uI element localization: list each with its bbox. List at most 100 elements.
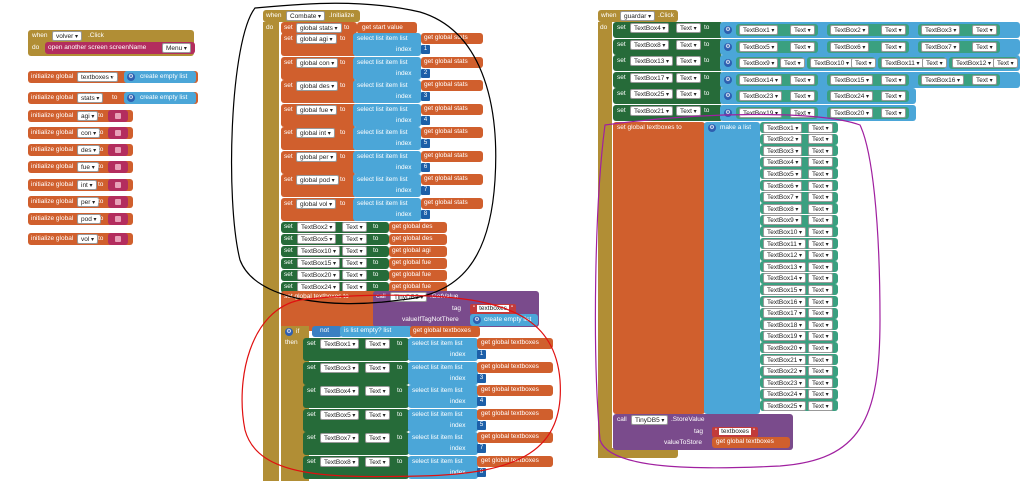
index-number[interactable]: 5: [477, 420, 486, 430]
part-prop[interactable]: Text: [780, 58, 805, 68]
textbox-prop[interactable]: Text: [365, 362, 390, 373]
target-prop[interactable]: Text: [676, 72, 701, 83]
textbox-prop[interactable]: Text: [365, 433, 390, 443]
list-item-textbox[interactable]: TextBox21: [763, 354, 807, 365]
list-item-textbox[interactable]: TextBox15: [763, 284, 807, 295]
stat-var[interactable]: global vol: [296, 198, 337, 209]
part-prop[interactable]: Text: [972, 25, 997, 35]
make-a-list-block[interactable]: [704, 122, 760, 414]
list-item-textbox[interactable]: TextBox3: [763, 145, 803, 156]
tag-textboxes-chip[interactable]: " textboxes ": [470, 304, 517, 314]
index-number[interactable]: 4: [421, 115, 430, 125]
list-item-textbox[interactable]: TextBox9: [763, 215, 803, 226]
textbox-name[interactable]: TextBox1: [320, 339, 360, 349]
list-item-textbox[interactable]: TextBox13: [763, 261, 807, 272]
component-volver[interactable]: volver: [52, 31, 83, 41]
part-textbox[interactable]: TextBox9: [739, 58, 779, 68]
textbox-name[interactable]: TextBox10: [297, 246, 341, 256]
part-prop[interactable]: Text: [881, 107, 906, 118]
global-name-int[interactable]: int: [77, 180, 97, 190]
part-prop[interactable]: Text: [922, 58, 947, 68]
var-global-stats[interactable]: global stats: [296, 23, 342, 33]
list-item-prop[interactable]: Text: [808, 400, 833, 411]
list-item-prop[interactable]: Text: [808, 168, 833, 179]
target-textbox[interactable]: TextBox21: [630, 105, 674, 116]
target-prop[interactable]: Text: [676, 56, 701, 66]
global-name-fue[interactable]: fue: [77, 162, 99, 172]
global-name-pod[interactable]: pod: [77, 214, 101, 224]
list-item-prop[interactable]: Text: [808, 238, 833, 249]
tinydb-component[interactable]: TinyDB5: [631, 415, 669, 425]
list-item-prop[interactable]: Text: [808, 308, 833, 319]
part-textbox[interactable]: TextBox12: [952, 58, 996, 68]
part-textbox[interactable]: TextBox7: [921, 41, 961, 52]
stat-var[interactable]: global pod: [296, 175, 339, 185]
index-number[interactable]: 7: [477, 444, 486, 453]
list-item-prop[interactable]: Text: [808, 203, 833, 214]
textbox-prop[interactable]: Text: [342, 222, 367, 232]
textbox-prop[interactable]: Text: [342, 246, 367, 256]
index-number[interactable]: 7: [421, 186, 430, 195]
index-number[interactable]: 2: [421, 68, 430, 78]
list-item-prop[interactable]: Text: [808, 296, 833, 307]
part-prop[interactable]: Text: [881, 74, 906, 85]
textbox-name[interactable]: TextBox15: [297, 258, 341, 268]
part-prop[interactable]: Text: [993, 58, 1018, 68]
create-empty-list-block[interactable]: [124, 92, 196, 104]
textbox-name[interactable]: TextBox3: [320, 362, 360, 373]
target-prop[interactable]: Text: [676, 105, 701, 116]
list-item-textbox[interactable]: TextBox7: [763, 192, 803, 203]
part-textbox[interactable]: TextBox16: [921, 74, 965, 85]
textbox-prop[interactable]: Text: [342, 234, 367, 244]
part-prop[interactable]: Text: [790, 25, 815, 35]
list-item-prop[interactable]: Text: [808, 377, 833, 388]
part-prop[interactable]: Text: [851, 58, 876, 68]
screen-name-value[interactable]: Menu: [162, 43, 191, 53]
gear-icon[interactable]: ⚙: [127, 94, 135, 102]
target-textbox[interactable]: TextBox13: [630, 56, 674, 66]
part-textbox[interactable]: TextBox10: [810, 58, 854, 68]
textbox-name[interactable]: TextBox8: [320, 456, 360, 467]
part-prop[interactable]: Text: [972, 41, 997, 52]
list-item-textbox[interactable]: TextBox19: [763, 331, 807, 342]
list-item-prop[interactable]: Text: [808, 342, 833, 353]
list-item-textbox[interactable]: TextBox8: [763, 203, 803, 214]
part-prop[interactable]: Text: [881, 91, 906, 101]
part-prop[interactable]: Text: [790, 74, 815, 85]
list-item-textbox[interactable]: TextBox24: [763, 389, 807, 400]
list-item-textbox[interactable]: TextBox4: [763, 157, 803, 168]
textbox-prop[interactable]: Text: [365, 456, 390, 467]
open-screen-block[interactable]: [45, 42, 195, 54]
part-textbox[interactable]: TextBox1: [739, 25, 779, 35]
global-name-con[interactable]: con: [77, 128, 101, 138]
stat-var[interactable]: global con: [296, 57, 339, 68]
list-item-prop[interactable]: Text: [808, 180, 833, 191]
gear-icon[interactable]: ⚙: [724, 26, 732, 34]
target-textbox[interactable]: TextBox8: [630, 39, 670, 50]
textbox-name[interactable]: TextBox20: [297, 270, 341, 280]
part-prop[interactable]: Text: [881, 41, 906, 52]
textbox-name[interactable]: TextBox5: [297, 234, 337, 244]
tag-textboxes-chip[interactable]: " textboxes ": [712, 427, 759, 437]
part-prop[interactable]: Text: [790, 41, 815, 52]
part-textbox[interactable]: TextBox15: [830, 74, 874, 85]
list-item-prop[interactable]: Text: [808, 215, 833, 226]
stat-var[interactable]: global agi: [296, 34, 337, 44]
gear-icon[interactable]: ⚙: [127, 73, 135, 81]
index-number[interactable]: 1: [477, 350, 486, 359]
part-textbox[interactable]: TextBox24: [830, 91, 874, 101]
list-item-prop[interactable]: Text: [808, 366, 833, 377]
index-number[interactable]: 8: [477, 467, 486, 477]
list-item-textbox[interactable]: TextBox18: [763, 319, 807, 330]
global-name-textboxes[interactable]: textboxes: [77, 72, 118, 82]
list-item-prop[interactable]: Text: [808, 354, 833, 365]
list-item-textbox[interactable]: TextBox16: [763, 296, 807, 307]
index-number[interactable]: 8: [421, 209, 430, 219]
create-empty-list-block[interactable]: [124, 71, 196, 83]
list-item-prop[interactable]: Text: [808, 319, 833, 330]
index-number[interactable]: 3: [421, 92, 430, 101]
part-textbox[interactable]: TextBox5: [739, 41, 779, 52]
part-textbox[interactable]: TextBox3: [921, 25, 961, 35]
global-name-stats[interactable]: stats: [77, 93, 104, 103]
list-item-textbox[interactable]: TextBox1: [763, 122, 803, 133]
